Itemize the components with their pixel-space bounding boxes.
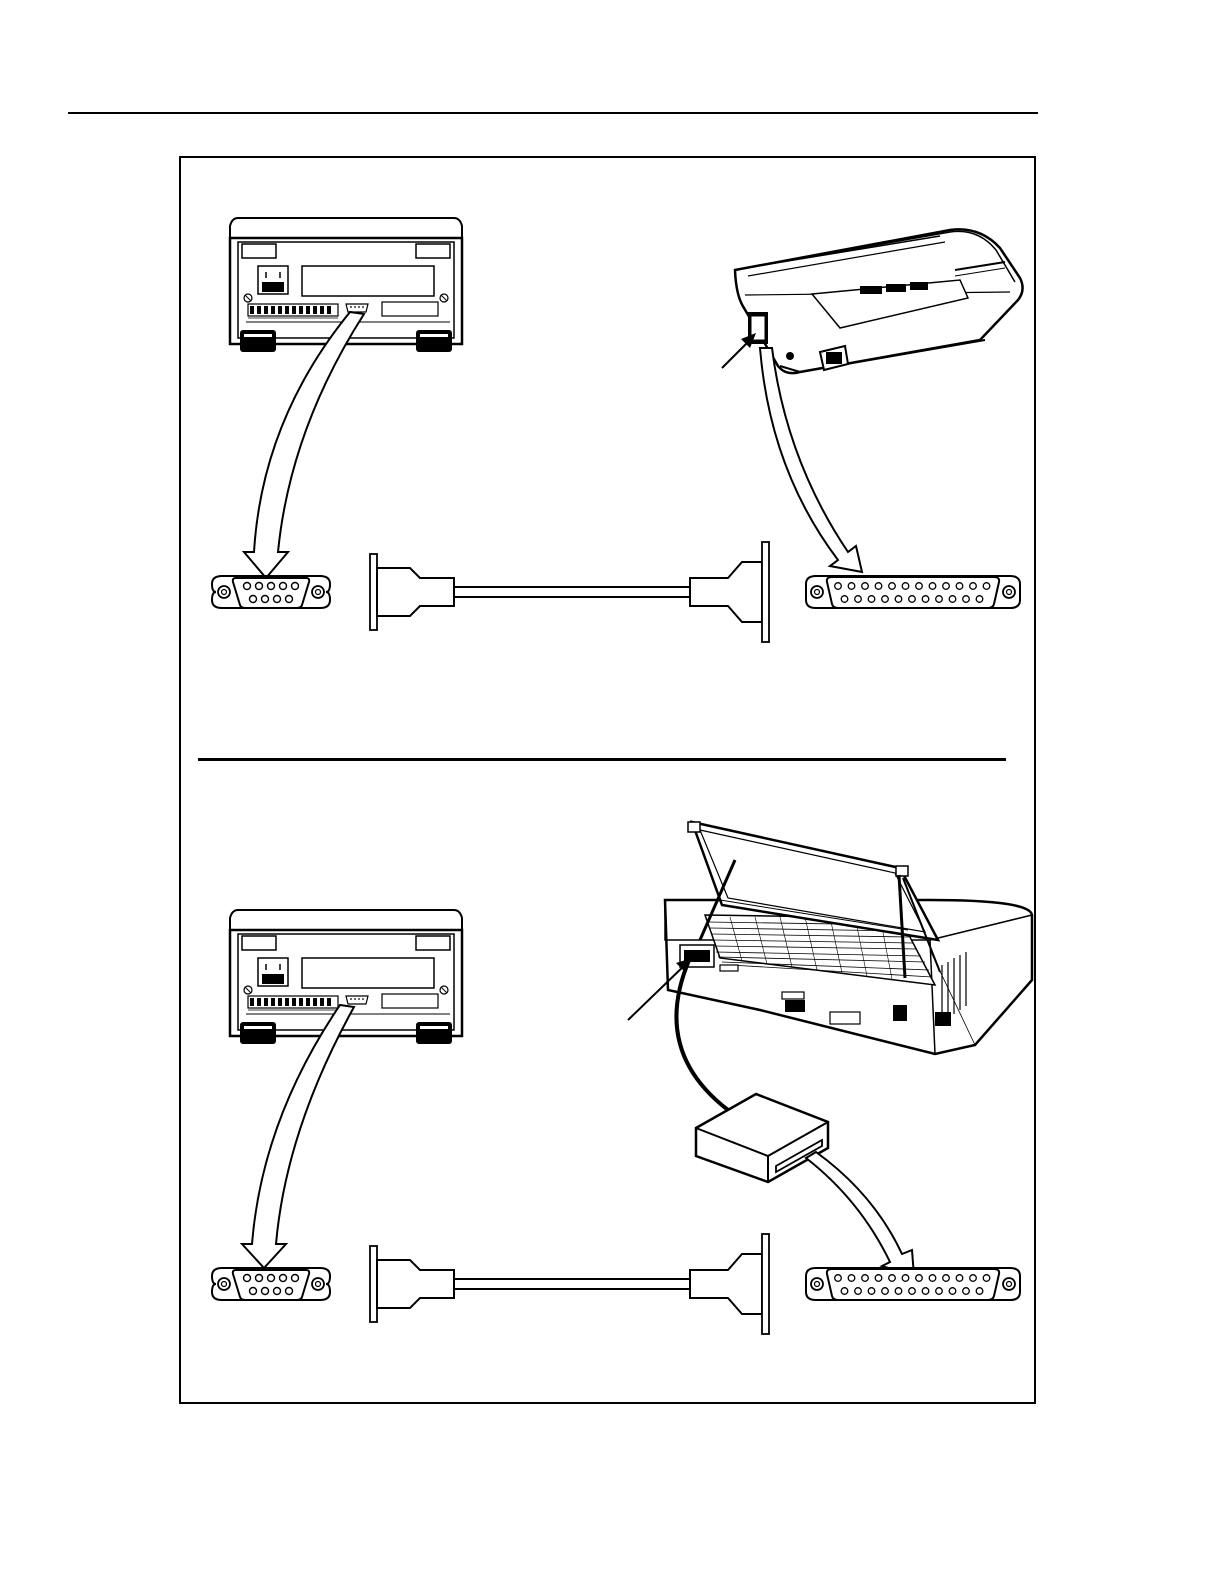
db25-connector-upper — [806, 576, 1020, 608]
db25-connector-lower — [806, 1268, 1020, 1300]
serial-cable-upper — [370, 542, 769, 642]
port-pointer-arrow-upper — [722, 333, 756, 368]
printer-port-arrow-upper — [760, 348, 862, 572]
db9-connector-lower — [212, 1268, 330, 1300]
db9-connector-upper — [212, 576, 330, 608]
instrument-port-arrow-lower — [242, 1005, 354, 1268]
serial-cable-lower — [370, 1234, 769, 1334]
dot-matrix-printer-lower — [665, 822, 1032, 1054]
portable-printer-upper — [735, 229, 1023, 373]
serial-interface-box — [696, 1094, 828, 1182]
lower-panel — [212, 822, 1032, 1334]
upper-panel — [212, 218, 1023, 642]
interface-box-arrow-lower — [806, 1152, 914, 1276]
